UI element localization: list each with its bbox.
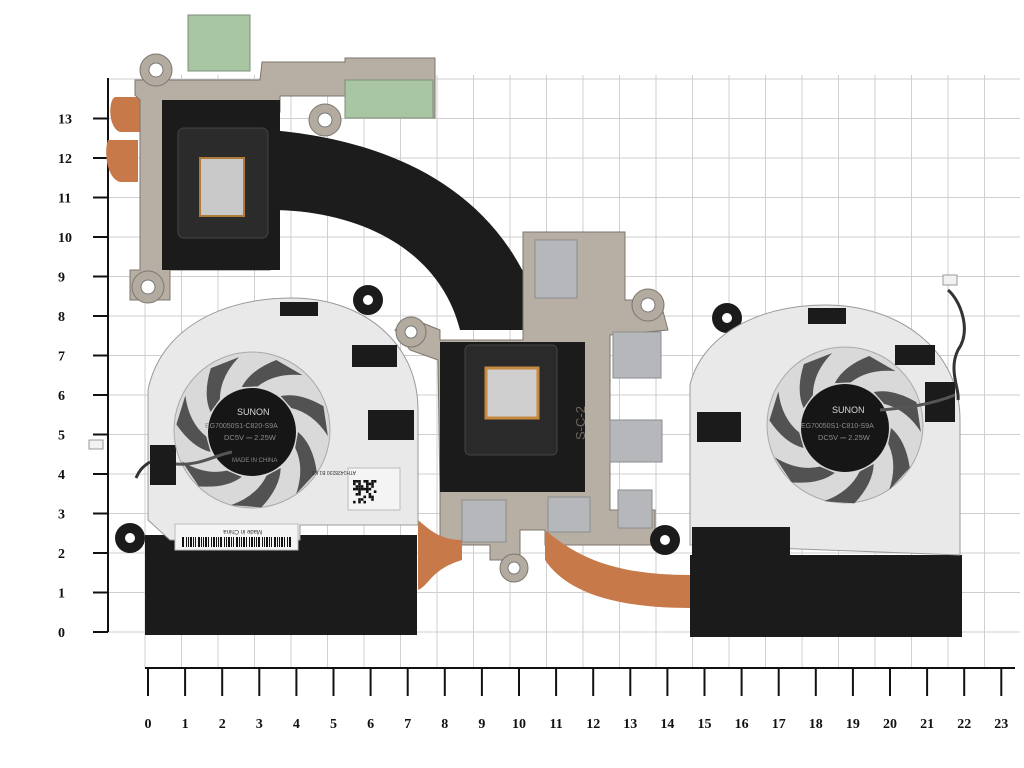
x-scale-label: 8 [441,717,448,732]
y-scale-label: 7 [58,350,65,365]
main-heat-pipe [270,130,545,330]
y-scale-label: 2 [58,547,65,562]
left-fan-sticker-text: Made in China [223,528,262,534]
x-scale-label: 0 [145,717,152,732]
left-fan-brand: SUNON [237,407,270,417]
y-scale-label: 10 [58,231,72,246]
x-scale-label: 17 [772,717,786,732]
y-scale-label: 0 [58,626,65,641]
copper-pipe-right [545,530,690,608]
right-fan-model: EG70050S1-C810-S9A [801,423,874,430]
left-fan-impeller [176,357,328,508]
y-scale-label: 1 [58,587,65,602]
x-scale-label: 20 [883,717,897,732]
y-scale-label: 8 [58,310,65,325]
y-scale-label: 4 [58,468,65,483]
x-scale-label: 23 [994,717,1008,732]
x-scale-label: 10 [512,717,526,732]
left-fan-qr-code [353,480,377,504]
x-scale-label: 4 [293,717,300,732]
y-scale-label: 13 [58,113,72,128]
cpu-heatsink-plate [106,14,436,304]
right-fan-brand: SUNON [832,405,865,415]
heatsink-stamp: S-C-2 [573,406,588,440]
x-scale-label: 3 [256,717,263,732]
left-fan: SUNON EG70050S1-C820-S9A DC5V ⎓ 2.25W MA… [88,285,419,635]
y-scale-label: 11 [58,192,71,207]
x-scale-label: 1 [182,717,189,732]
right-fan: SUNON EG70050S1-C810-S9A DC5V ⎓ 2.25W [650,274,966,637]
y-scale-label: 9 [58,271,65,286]
left-fan-model: EG70050S1-C820-S9A [205,423,278,430]
x-scale-label: 13 [623,717,637,732]
x-scale-label: 18 [809,717,823,732]
left-fan-qr-text: ATH1428230 B1 K5 [312,469,356,475]
y-scale-label: 5 [58,429,65,444]
x-scale-label: 11 [549,717,562,732]
copper-pipe-left [418,520,462,590]
left-fan-barcode [182,537,291,547]
left-fan-rating: DC5V ⎓ 2.25W [224,433,277,442]
x-scale-label: 22 [957,717,971,732]
right-fan-impeller [769,353,921,504]
x-scale-label: 14 [660,717,674,732]
x-scale-label: 21 [920,717,934,732]
y-scale-label: 3 [58,508,65,523]
x-scale-label: 7 [404,717,411,732]
x-scale-label: 12 [586,717,600,732]
gpu-heatsink-plate [394,231,669,583]
y-scale-label: 6 [58,389,65,404]
x-scale-label: 15 [698,717,712,732]
x-scale-label: 16 [735,717,749,732]
y-scale-label: 12 [58,152,72,167]
right-fan-rating: DC5V ⎓ 2.25W [818,433,871,442]
x-scale-label: 19 [846,717,860,732]
x-scale-label: 5 [330,717,337,732]
left-fan-origin: MADE IN CHINA [232,458,277,464]
x-scale-label: 6 [367,717,374,732]
x-scale-label: 9 [478,717,485,732]
x-scale-label: 2 [219,717,226,732]
